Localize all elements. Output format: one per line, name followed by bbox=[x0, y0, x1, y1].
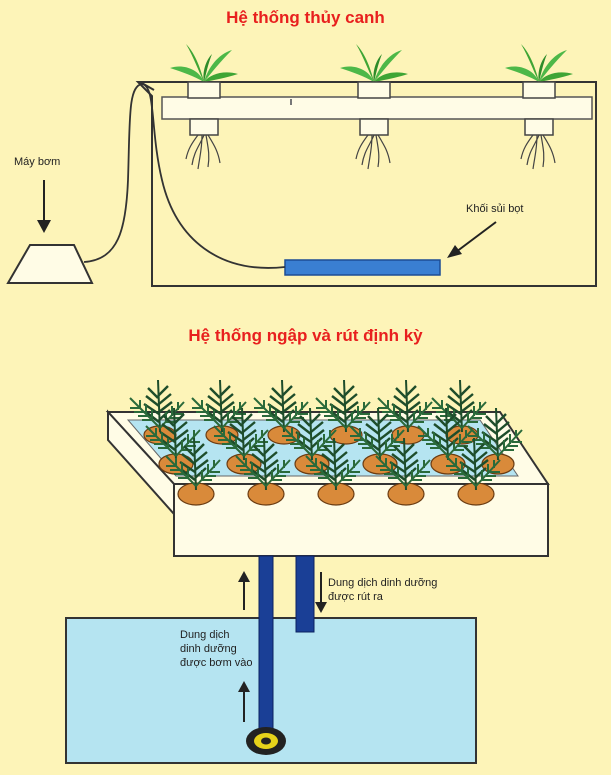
pump-box bbox=[6, 244, 94, 284]
pump-label: Máy bơm bbox=[14, 156, 61, 168]
solution-in-label: Dung dịch dinh dưỡng được bơm vào bbox=[180, 628, 253, 670]
solution-out-label: Dung dịch dinh dưỡng được rút ra bbox=[328, 576, 437, 604]
inflow-pipe bbox=[258, 555, 274, 747]
up-arrow-icon bbox=[238, 681, 250, 722]
solution-out-line: Dung dịch dinh dưỡng bbox=[328, 577, 438, 589]
drain-hole-icon bbox=[246, 727, 286, 755]
plant-icon bbox=[505, 44, 573, 170]
bubbler-block bbox=[284, 259, 441, 276]
down-arrow-icon bbox=[37, 180, 51, 233]
up-arrow-icon bbox=[238, 571, 250, 610]
bubbler-label: Khối sủi bọt bbox=[466, 203, 524, 215]
plant-icon bbox=[170, 44, 238, 170]
solution-in-line: được bơm vào bbox=[180, 657, 253, 669]
outflow-pipe bbox=[295, 555, 315, 633]
flood-drain-title: Hệ thống ngập và rút định kỳ bbox=[188, 326, 423, 345]
hydroponic-title: Hệ thống thủy canh bbox=[226, 8, 385, 27]
air-tube bbox=[83, 83, 286, 269]
down-arrow-icon bbox=[447, 221, 497, 258]
down-arrow-icon bbox=[315, 572, 327, 613]
plant-icon bbox=[340, 44, 408, 170]
floating-raft-board bbox=[161, 96, 593, 120]
solution-in-line: Dung dịch bbox=[180, 629, 230, 641]
solution-out-line: được rút ra bbox=[328, 591, 383, 603]
solution-in-line: dinh dưỡng bbox=[180, 643, 237, 655]
